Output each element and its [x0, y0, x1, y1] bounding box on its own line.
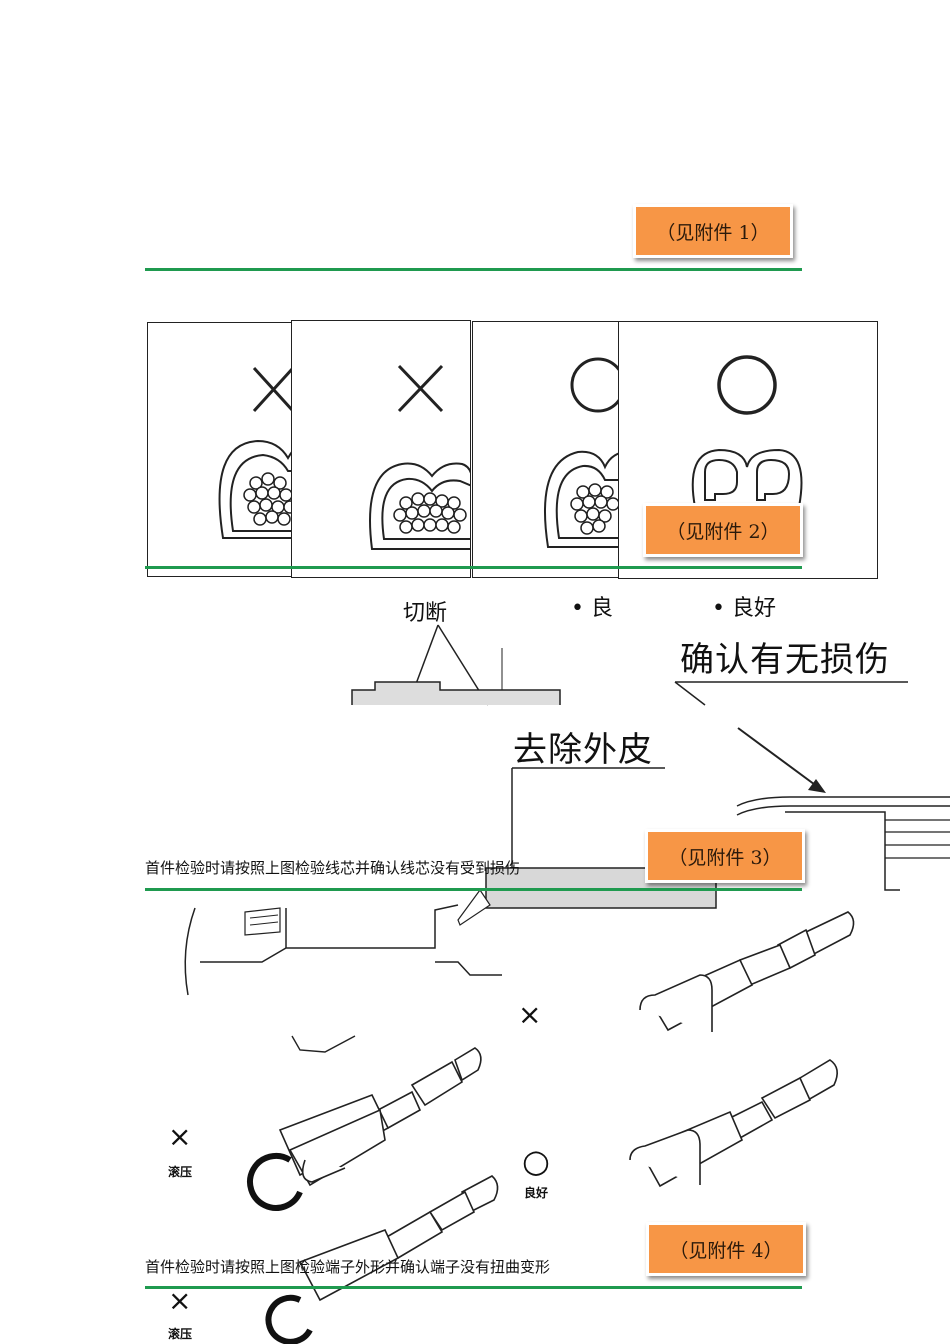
attachment-1-badge: （见附件 1） [633, 204, 793, 258]
roll-press-label: 滚压 [168, 1165, 193, 1179]
x-mark-bad-terminal: × [518, 998, 542, 1031]
attachment-3-badge: （见附件 3） [645, 829, 805, 883]
core-check-caption: 首件检验时请按照上图检验线芯并确认线芯没有受到损伤 [145, 859, 521, 877]
section-divider-2 [145, 566, 802, 569]
core-cross-section-drawing [369, 364, 470, 550]
x-mark-roll-press-2: × [168, 1284, 192, 1317]
terminal-check-caption: 首件检验时请按照上图检验端子外形并确认端子没有扭曲变形 [145, 1258, 551, 1276]
core-cross-section-panel-bad-2 [291, 320, 471, 578]
section-divider-3 [145, 888, 802, 891]
attachment-4-badge: （见附件 4） [646, 1222, 806, 1276]
o-mark-good-terminal: ○ [522, 1142, 550, 1180]
cut-off-label: 切断 [403, 601, 448, 626]
core-cross-section-drawing [691, 355, 803, 508]
roll-press-label-2: 滚压 [168, 1327, 193, 1341]
section-divider-4 [145, 1286, 802, 1289]
remove-sheath-label: 去除外皮 [513, 730, 653, 770]
attachment-2-badge: （见附件 2） [643, 503, 803, 557]
good-label-partial: • 良 [571, 596, 613, 621]
core-cross-section-panel-bad-1 [147, 322, 307, 577]
confirm-damage-label: 确认有无损伤 [680, 640, 890, 680]
good-small-label: 良好 [524, 1186, 549, 1200]
x-mark-roll-press: × [168, 1120, 192, 1153]
section-divider-1 [145, 268, 802, 271]
good-label: • 良好 [712, 596, 776, 621]
